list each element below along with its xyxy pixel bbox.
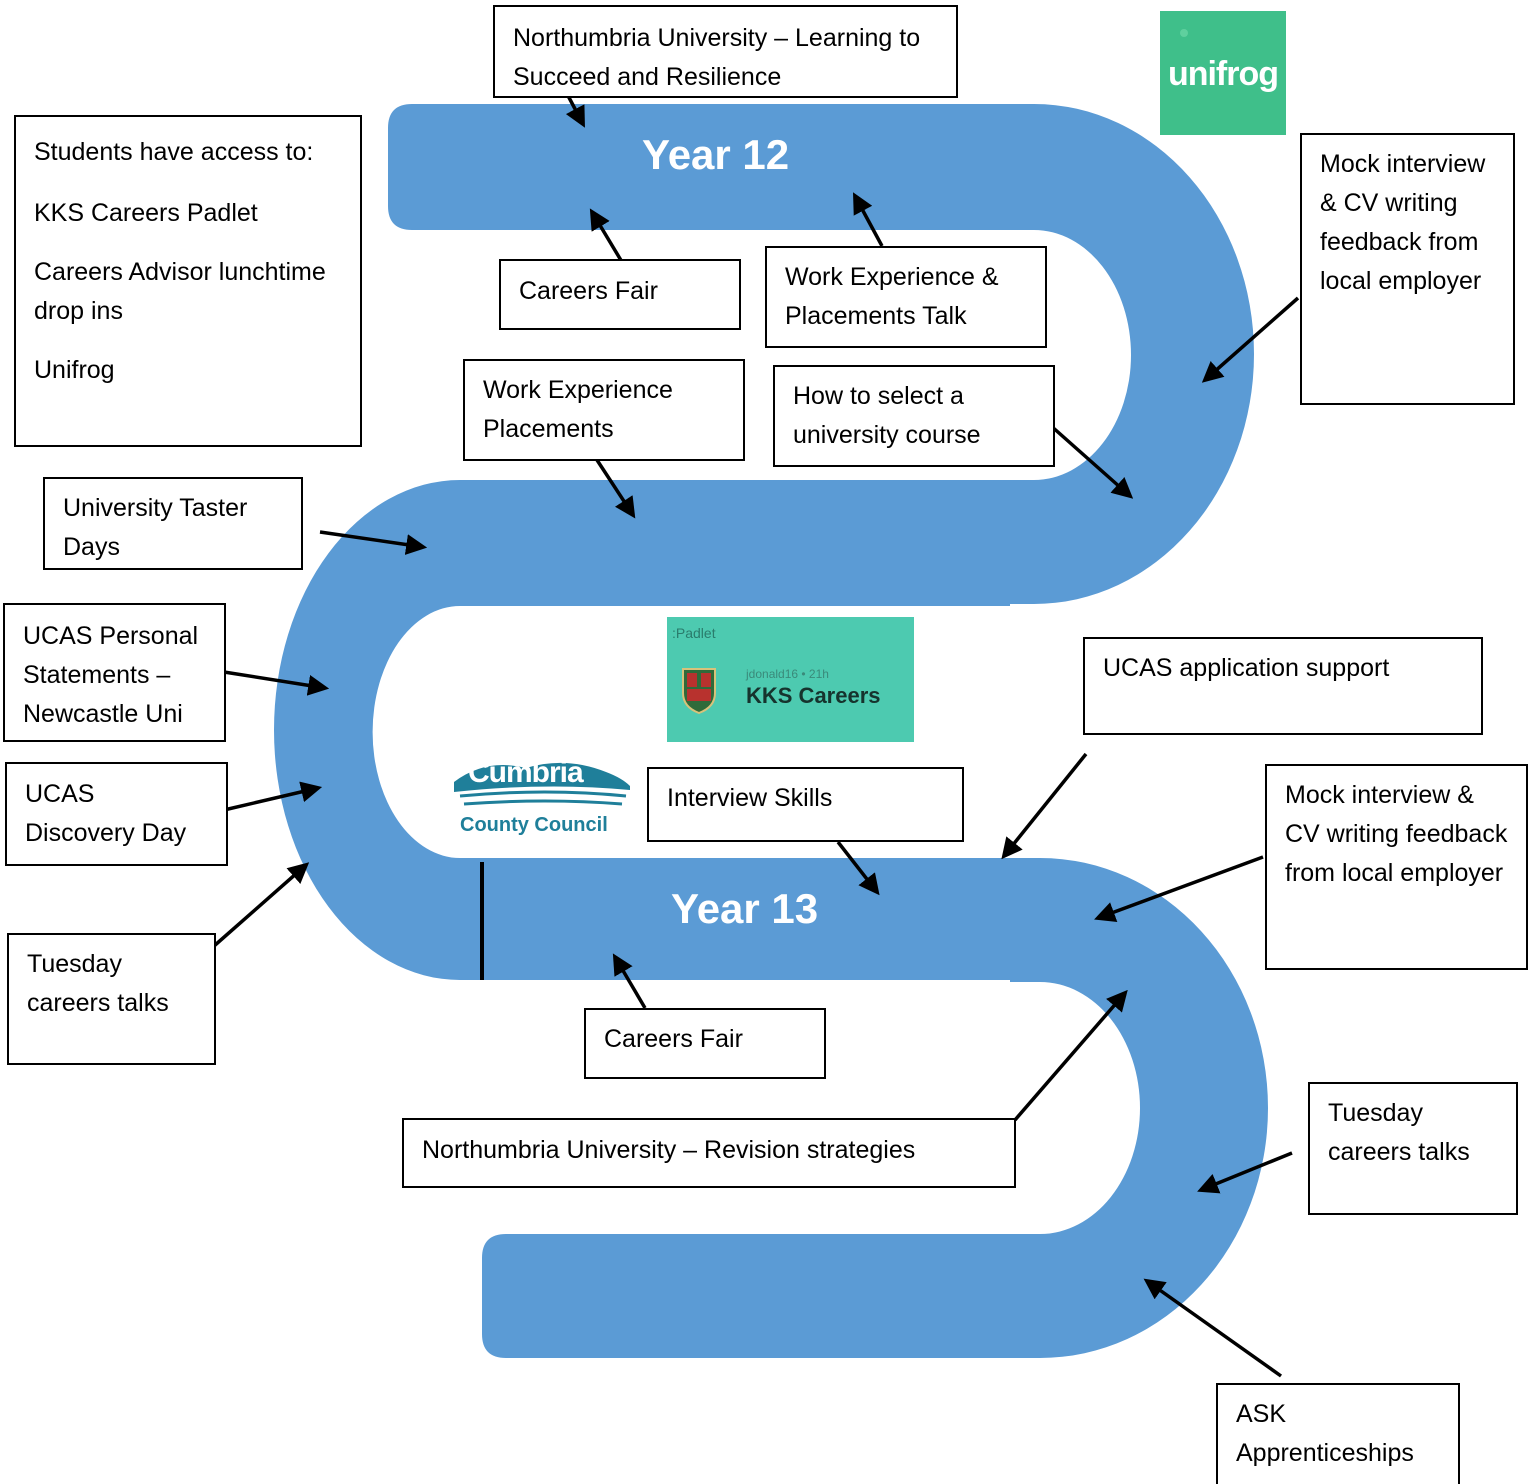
access-item-padlet: KKS Careers Padlet bbox=[34, 199, 258, 227]
box-mock-interview-13: Mock interview & CV writing feedback fro… bbox=[1265, 764, 1528, 970]
arrow-interview-skills bbox=[836, 840, 880, 896]
access-item-unifrog: Unifrog bbox=[34, 356, 115, 384]
box-ask-apprenticeships: ASK Apprenticeships bbox=[1216, 1383, 1460, 1484]
year-12-label: Year 12 bbox=[642, 131, 790, 178]
unifrog-wordmark: unifrog bbox=[1167, 55, 1279, 93]
box-text: Careers Fair bbox=[604, 1025, 743, 1053]
box-northumbria-learning: Northumbria University – Learning to Suc… bbox=[493, 5, 958, 98]
arrow-mock-interview-13 bbox=[1094, 855, 1264, 923]
box-careers-fair-12: Careers Fair bbox=[499, 259, 741, 330]
box-text: ASK Apprenticeships bbox=[1236, 1400, 1414, 1467]
arrows bbox=[212, 89, 1300, 1378]
arrow-careers-fair-13 bbox=[612, 953, 647, 1009]
box-text: UCAS Personal Statements – Newcastle Uni bbox=[23, 622, 199, 728]
box-ucas-support: UCAS application support bbox=[1083, 637, 1483, 735]
padlet-brand: :Padlet bbox=[672, 625, 716, 641]
padlet-screenshot: :Padlet jdonald16 • 21h KKS Careers bbox=[667, 617, 914, 742]
arrow-taster-days bbox=[319, 530, 428, 555]
box-text: Interview Skills bbox=[667, 784, 833, 812]
box-text: Northumbria University – Learning to Suc… bbox=[513, 24, 921, 91]
cumbria-county-council-logo: Cumbria County Council bbox=[446, 752, 636, 842]
arrow-work-exp-placements bbox=[595, 459, 636, 519]
padlet-meta: jdonald16 • 21h bbox=[746, 667, 829, 681]
box-text: Northumbria University – Revision strate… bbox=[422, 1136, 916, 1164]
box-tuesday-talks-right: Tuesday careers talks bbox=[1308, 1082, 1518, 1215]
arrow-northumbria-revision bbox=[1013, 989, 1128, 1122]
box-text: Work Experience Placements bbox=[483, 376, 673, 443]
box-text: Mock interview & CV writing feedback fro… bbox=[1285, 781, 1508, 887]
box-text: How to select a university course bbox=[793, 382, 981, 449]
box-work-exp-talk: Work Experience & Placements Talk bbox=[765, 246, 1047, 348]
unifrog-logo: unifrog bbox=[1160, 11, 1286, 135]
cumbria-hills-icon bbox=[454, 762, 630, 806]
arrow-ucas-discovery bbox=[223, 781, 323, 812]
logo-dot bbox=[1180, 29, 1188, 37]
box-text: Tuesday careers talks bbox=[27, 950, 169, 1017]
box-text: Tuesday careers talks bbox=[1328, 1099, 1470, 1166]
access-box: Students have access to: KKS Careers Pad… bbox=[14, 115, 362, 447]
box-tuesday-talks-left: Tuesday careers talks bbox=[7, 933, 216, 1065]
box-work-exp-placements: Work Experience Placements bbox=[463, 359, 745, 461]
arrow-tuesday-left bbox=[212, 862, 310, 948]
cumbria-wordmark: Cumbria bbox=[468, 756, 584, 789]
arrow-work-exp-talk bbox=[853, 192, 884, 247]
box-text: Careers Fair bbox=[519, 277, 658, 305]
arrow-select-course bbox=[1048, 423, 1134, 499]
school-crest-icon bbox=[682, 668, 716, 715]
box-text: UCAS Discovery Day bbox=[25, 780, 187, 847]
arrow-mock-interview-12 bbox=[1201, 296, 1300, 383]
box-northumbria-revision: Northumbria University – Revision strate… bbox=[402, 1118, 1016, 1188]
box-text: University Taster Days bbox=[63, 494, 248, 561]
box-text: Mock interview & CV writing feedback fro… bbox=[1320, 150, 1486, 295]
box-select-course: How to select a university course bbox=[773, 365, 1055, 467]
padlet-title: KKS Careers bbox=[746, 683, 881, 708]
box-mock-interview-12: Mock interview & CV writing feedback fro… bbox=[1300, 133, 1515, 405]
box-ucas-personal: UCAS Personal Statements – Newcastle Uni bbox=[3, 603, 226, 742]
county-council-wordmark: County Council bbox=[460, 814, 608, 836]
arrow-ask bbox=[1143, 1278, 1283, 1378]
arrow-ucas-support bbox=[1001, 752, 1088, 860]
year-13-label: Year 13 bbox=[671, 885, 819, 932]
box-ucas-discovery: UCAS Discovery Day bbox=[5, 762, 228, 866]
arrow-careers-fair-12 bbox=[589, 208, 624, 263]
box-text: UCAS application support bbox=[1103, 654, 1390, 682]
road-segment-middle bbox=[274, 480, 1010, 980]
arrow-ucas-personal bbox=[223, 670, 330, 696]
box-text: Work Experience & Placements Talk bbox=[785, 263, 999, 330]
access-heading: Students have access to: bbox=[34, 138, 314, 166]
box-interview-skills: Interview Skills bbox=[647, 767, 964, 842]
access-item-advisor: Careers Advisor lunchtime drop ins bbox=[34, 258, 326, 325]
box-careers-fair-13: Careers Fair bbox=[584, 1008, 826, 1079]
road-segment-year13 bbox=[482, 858, 1268, 1358]
arrow-tuesday-right bbox=[1197, 1151, 1293, 1194]
box-taster-days: University Taster Days bbox=[43, 477, 303, 570]
